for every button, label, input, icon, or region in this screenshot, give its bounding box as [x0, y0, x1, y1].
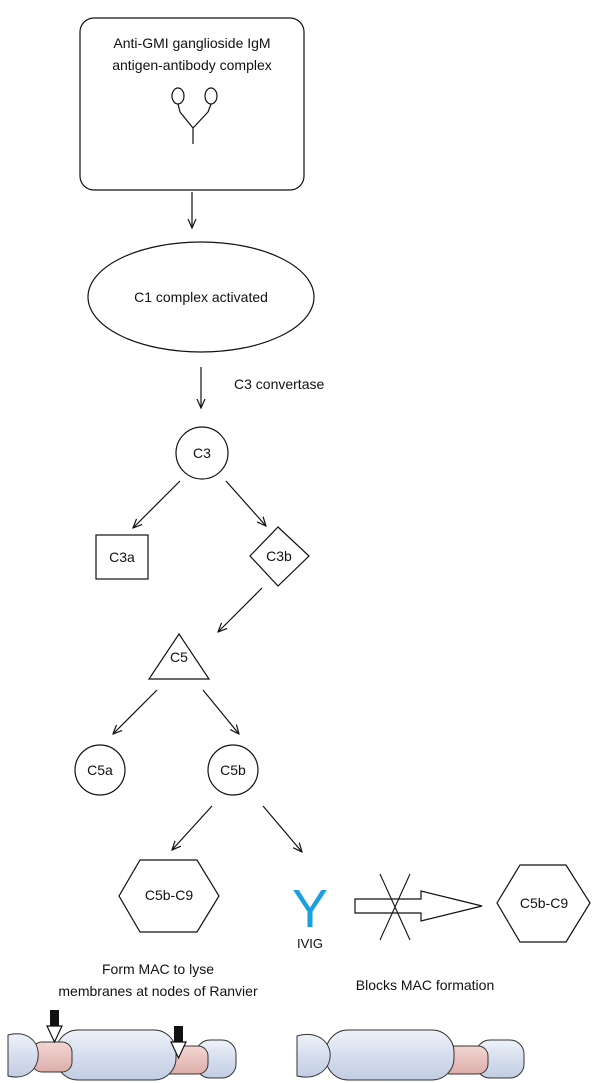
mac-right-label: C5b-C9: [520, 895, 568, 911]
c5-label: C5: [170, 649, 188, 665]
arrow-c5-to-c5b: [202, 689, 239, 734]
c5a-label: C5a: [87, 762, 113, 778]
c5-node: C5: [147, 632, 211, 680]
attack-arrow-icon: [170, 1026, 187, 1060]
c5b-node: C5b: [207, 744, 259, 796]
c3b-node: C3b: [249, 526, 310, 587]
nerve-fiber-damaged: [7, 1029, 237, 1081]
mac-left-label: C5b-C9: [145, 887, 193, 903]
c5a-node: C5a: [74, 744, 126, 796]
arrow-c5b-to-mac: [172, 805, 213, 850]
c3a-label: C3a: [109, 549, 135, 565]
antibody-icon: [171, 87, 218, 144]
c5b-label: C5b: [220, 762, 246, 778]
mac-node-left: C5b-C9: [118, 859, 220, 933]
c3b-label: C3b: [266, 548, 292, 564]
c1-complex-label: C1 complex activated: [134, 289, 268, 305]
c3a-node: C3a: [95, 534, 149, 580]
antigen-antibody-box: Anti-GMI ganglioside IgM antigen-antibod…: [79, 17, 305, 191]
ivig-label: IVIG: [297, 936, 323, 951]
nerve-fiber-intact: [296, 1029, 525, 1081]
arrow-c5b-to-ivig: [262, 805, 302, 852]
ivig-antibody-icon: Y: [292, 879, 328, 939]
mac-node-right: C5b-C9: [496, 864, 591, 943]
arrow-c3-to-c3b: [225, 480, 266, 526]
antigen-box-line1: Anti-GMI ganglioside IgM: [113, 35, 270, 51]
c3-label: C3: [193, 445, 211, 461]
arrow-c3-to-c3a: [133, 480, 181, 528]
attack-arrow-icon: [46, 1010, 63, 1044]
blocked-arrow-icon: [354, 873, 483, 941]
c1-complex-node: C1 complex activated: [87, 241, 315, 353]
caption-left-line2: membranes at nodes of Ranvier: [58, 983, 258, 999]
arrow-c3b-to-c5: [218, 587, 263, 632]
c3-node: C3: [175, 426, 229, 480]
arrow-c5-to-c5a: [113, 689, 158, 734]
antigen-box-line2: antigen-antibody complex: [112, 57, 272, 73]
c3-convertase-label: C3 convertase: [234, 376, 324, 392]
caption-right: Blocks MAC formation: [356, 977, 494, 993]
caption-left-line1: Form MAC to lyse: [102, 961, 214, 977]
